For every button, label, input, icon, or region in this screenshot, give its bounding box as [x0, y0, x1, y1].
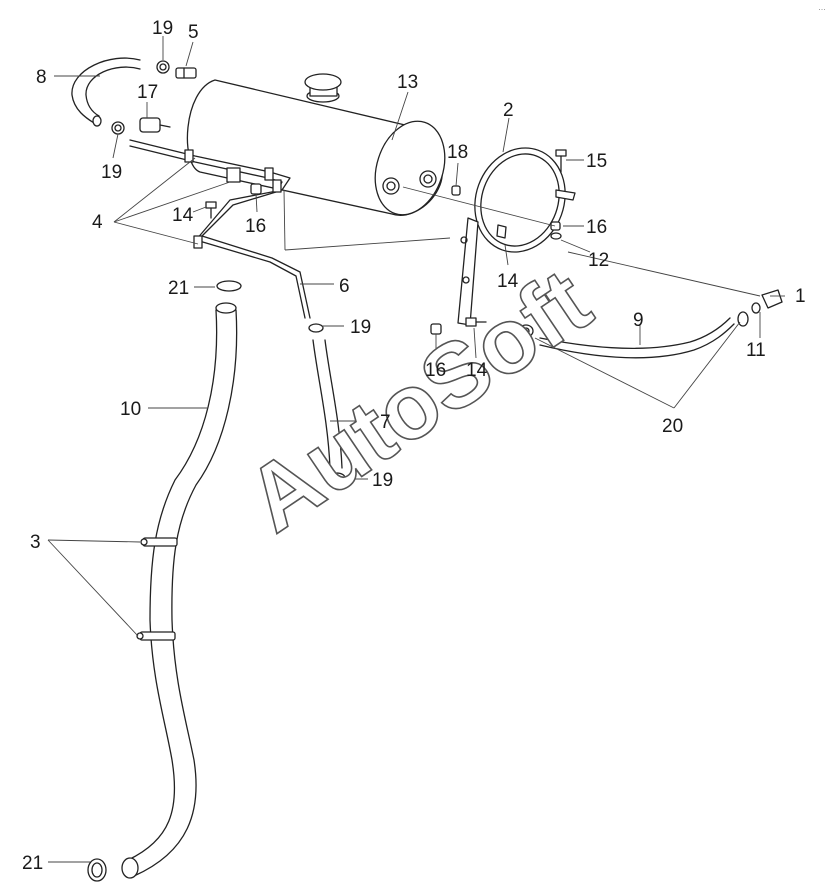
fitting-5	[175, 67, 197, 79]
callout-19-lower: 19	[372, 470, 393, 491]
clamp-19-left	[111, 121, 125, 135]
callout-19-middle: 19	[350, 317, 371, 338]
callout-16-right: 16	[586, 217, 607, 238]
washer-12	[550, 232, 562, 240]
clamp-21-bottom	[87, 858, 107, 882]
callout-7: 7	[380, 412, 391, 433]
callout-20: 20	[662, 416, 683, 437]
callout-6: 6	[339, 276, 350, 297]
callout-19-top: 19	[152, 18, 173, 39]
corner-mark: …	[818, 3, 826, 12]
watermark: AutoSoft	[229, 250, 608, 552]
hose-10	[121, 280, 242, 879]
nut-16-right	[550, 221, 561, 231]
callout-1: 1	[795, 286, 806, 307]
tank-strap-bracket	[457, 147, 576, 326]
hose-7	[308, 323, 346, 484]
callout-13: 13	[397, 72, 418, 93]
bolt-14-left	[205, 201, 217, 219]
callout-21-bottom: 21	[22, 853, 43, 874]
leader-lines	[47, 36, 785, 863]
nut-18	[451, 185, 461, 196]
bolt-14-bottom	[465, 317, 487, 327]
hose-8	[71, 57, 141, 127]
callout-16-bottom: 16	[425, 360, 446, 381]
hose-9	[518, 289, 783, 359]
callout-8: 8	[36, 67, 47, 88]
callout-14-bottom: 14	[466, 360, 488, 381]
callout-21-top: 21	[168, 278, 189, 299]
callout-4: 4	[92, 212, 103, 233]
bolt-15	[555, 149, 567, 173]
callout-9: 9	[633, 310, 644, 331]
callout-3: 3	[30, 532, 41, 553]
callout-2: 2	[503, 100, 514, 121]
callout-10: 10	[120, 399, 141, 420]
callout-18: 18	[447, 142, 468, 163]
clamp-19-top	[156, 60, 170, 74]
callout-17: 17	[137, 82, 158, 103]
callout-11: 11	[746, 340, 766, 361]
callout-14-center: 14	[497, 271, 519, 292]
callout-labels: 1 2 3 4 5 6 7 8 9 10 11 12 13 14 14 14 1…	[22, 18, 806, 874]
callout-5: 5	[188, 22, 199, 43]
valve-17	[139, 117, 171, 133]
callout-15: 15	[586, 151, 607, 172]
callout-12: 12	[588, 250, 609, 271]
nut-16-left	[250, 183, 262, 195]
callout-16-left: 16	[245, 216, 266, 237]
reservoir-tank	[186, 73, 446, 216]
callout-19-left: 19	[101, 162, 122, 183]
callout-14-left: 14	[172, 205, 194, 226]
